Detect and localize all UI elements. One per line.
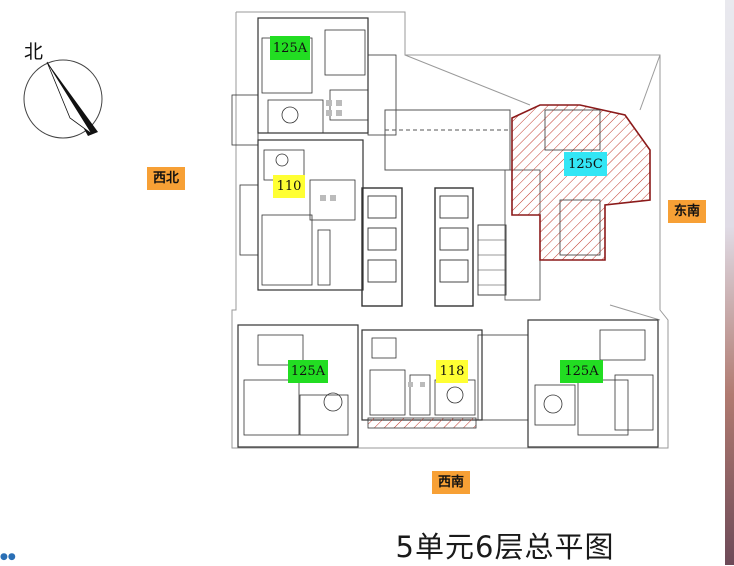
unit-label-top-left: 125A — [270, 36, 310, 60]
unit-block-top-left — [231, 17, 397, 146]
unit-block-middle-left — [239, 139, 364, 291]
unit-label-bottom-right: 125A — [560, 360, 603, 383]
direction-label-northwest: 西北 — [147, 167, 185, 190]
unit-label-top-right: 125C — [564, 152, 607, 176]
site-outline — [231, 11, 669, 449]
core-elevators — [361, 187, 507, 307]
direction-label-southeast: 东南 — [668, 200, 706, 223]
unit-label-bottom-center: 118 — [436, 360, 468, 383]
compass-north-label: 北 — [24, 41, 44, 63]
unit-block-top-right — [511, 104, 651, 261]
unit-block-bottom — [237, 319, 659, 448]
plan-title: 5单元6层总平图 — [395, 530, 615, 564]
unit-label-bottom-left: 125A — [288, 360, 328, 383]
direction-label-southwest: 西南 — [432, 471, 470, 494]
north-arrow-icon — [23, 59, 103, 139]
window-edge — [725, 0, 734, 565]
furniture — [320, 100, 425, 387]
page-indicator-icon: ●● — [0, 552, 16, 562]
unit-label-middle-left: 110 — [273, 175, 305, 198]
